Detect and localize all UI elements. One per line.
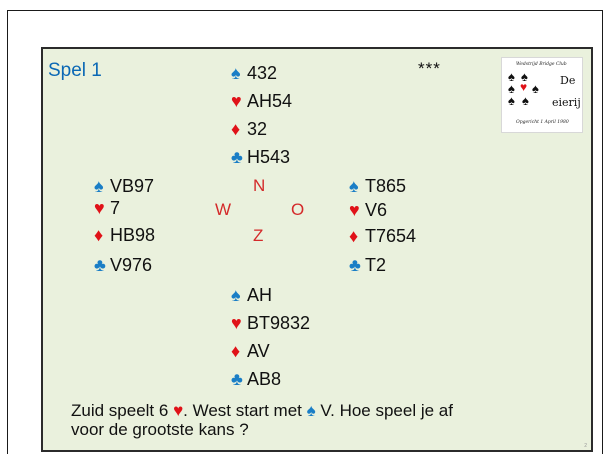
logo-club-name: Wedstrijd Bridge Club xyxy=(516,62,567,67)
logo-word-meierij: eierij xyxy=(552,96,581,109)
south-diamonds: ♦AV xyxy=(231,341,270,361)
spade-icon: ♠ xyxy=(349,176,359,196)
page-number: 2 xyxy=(584,443,587,449)
svg-text:♠: ♠ xyxy=(508,81,515,96)
diamond-icon: ♦ xyxy=(231,119,241,139)
west-hearts: ♥7 xyxy=(94,198,121,218)
north-spades: ♠432 xyxy=(231,63,278,83)
west-diamonds: ♦HB98 xyxy=(94,225,156,245)
spade-icon: ♠ xyxy=(306,401,316,420)
question-line2: voor de grootste kans ? xyxy=(71,420,249,439)
svg-text:♠: ♠ xyxy=(532,81,539,96)
question-text: Zuid speelt 6 ♥. West start met ♠ V. Hoe… xyxy=(71,401,453,439)
difficulty-stars: *** xyxy=(418,59,441,78)
east-spades: ♠T865 xyxy=(349,176,407,196)
compass-north: N xyxy=(253,176,266,195)
compass-south: Z xyxy=(253,226,264,245)
diamond-icon: ♦ xyxy=(94,225,104,245)
club-icon: ♣ xyxy=(231,369,243,389)
compass-east: O xyxy=(291,200,305,219)
east-hearts: ♥V6 xyxy=(349,200,388,220)
svg-text:♠: ♠ xyxy=(508,70,515,84)
svg-text:♥: ♥ xyxy=(520,80,527,94)
spade-icon: ♠ xyxy=(231,63,241,83)
club-icon: ♣ xyxy=(94,255,106,275)
logo-founded: Opgericht 1 April 1980 xyxy=(516,120,569,125)
west-clubs: ♣V976 xyxy=(94,255,153,275)
club-icon: ♣ xyxy=(231,147,243,167)
svg-text:♠: ♠ xyxy=(508,93,515,108)
club-icon: ♣ xyxy=(349,255,361,275)
svg-text:♠: ♠ xyxy=(521,70,528,84)
spade-icon: ♠ xyxy=(231,285,241,305)
logo-suits-icon: ♠ ♠ ♠ ♥ ♠ ♠ ♠ xyxy=(508,70,539,108)
svg-text:♠: ♠ xyxy=(522,93,529,108)
compass-west: W xyxy=(215,200,232,219)
logo-word-de: De xyxy=(560,74,576,87)
south-clubs: ♣AB8 xyxy=(231,369,282,389)
spade-icon: ♠ xyxy=(94,176,104,196)
west-spades: ♠VB97 xyxy=(94,176,155,196)
heart-icon: ♥ xyxy=(173,401,184,420)
slide-title: Spel 1 xyxy=(48,60,102,81)
slide: Spel 1 *** Wedstrijd Bridge Club ♠ ♠ ♠ ♥… xyxy=(41,47,593,452)
south-spades: ♠AH xyxy=(231,285,273,305)
diamond-icon: ♦ xyxy=(231,341,241,361)
north-diamonds: ♦32 xyxy=(231,119,268,139)
north-hearts: ♥AH54 xyxy=(231,91,293,111)
heart-icon: ♥ xyxy=(94,198,105,218)
slide-frame: Spel 1 *** Wedstrijd Bridge Club ♠ ♠ ♠ ♥… xyxy=(7,10,603,454)
heart-icon: ♥ xyxy=(231,91,242,111)
north-clubs: ♣H543 xyxy=(231,147,291,167)
south-hearts: ♥BT9832 xyxy=(231,313,311,333)
heart-icon: ♥ xyxy=(349,200,360,220)
diamond-icon: ♦ xyxy=(349,226,359,246)
heart-icon: ♥ xyxy=(231,313,242,333)
club-logo: Wedstrijd Bridge Club ♠ ♠ ♠ ♥ ♠ ♠ ♠ De e… xyxy=(501,57,583,133)
east-clubs: ♣T2 xyxy=(349,255,387,275)
east-diamonds: ♦T7654 xyxy=(349,226,417,246)
